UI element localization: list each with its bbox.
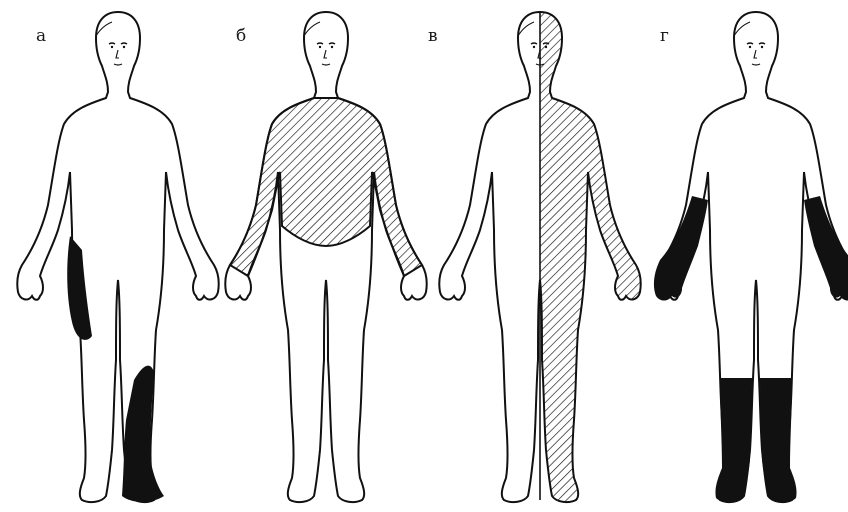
panel-label-b: б — [236, 26, 246, 46]
panel-label-v: в — [428, 26, 438, 46]
figure-g — [654, 12, 848, 502]
glove-left — [654, 196, 708, 301]
figure-a — [17, 12, 219, 502]
figure-v — [439, 12, 641, 502]
sock-left — [715, 378, 752, 502]
panel-label-g: г — [660, 26, 669, 46]
sock-right — [760, 378, 797, 502]
panel-label-a: а — [36, 26, 46, 46]
figure-b — [225, 12, 427, 502]
